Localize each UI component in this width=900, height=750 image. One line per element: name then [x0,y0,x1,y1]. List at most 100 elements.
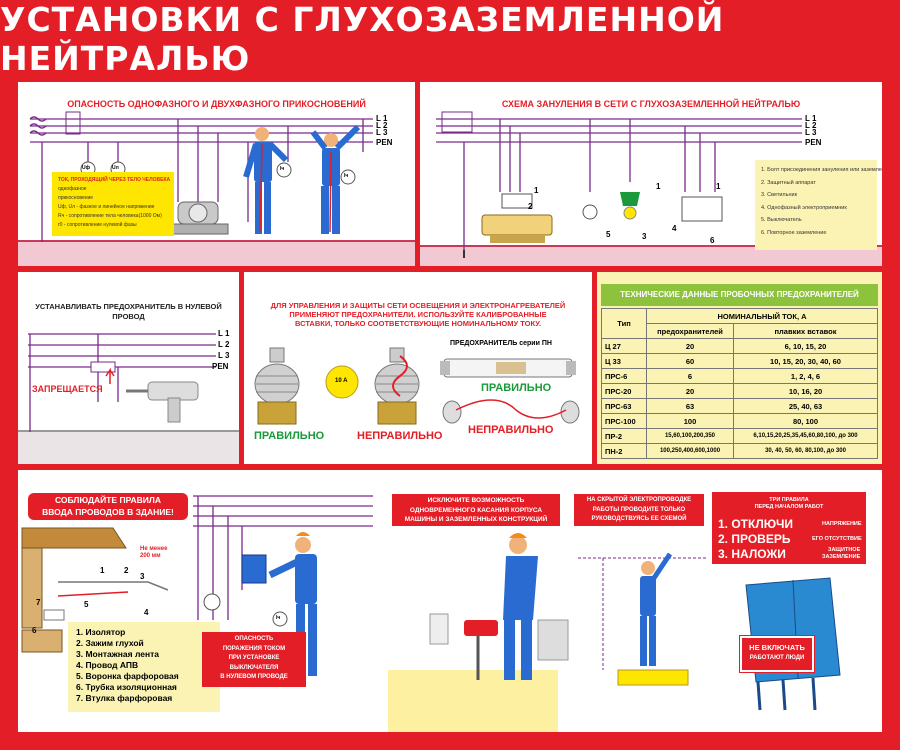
line-l2-label: L 2 [218,340,230,349]
line-l1-label: L 1 [376,114,388,123]
roof-beam-icon [21,527,127,653]
cell-fuse: 60 [646,353,734,369]
cell-type: ПР-2 [601,428,647,444]
cell-insert: 1, 2, 4, 6 [733,368,878,384]
cell-fuse: 15,60,100,200,350 [646,428,734,444]
bottom-illustrations [21,495,841,732]
cell-insert: 6, 10, 15, 20 [733,338,878,354]
legend-item: 2. Зажим глухой [76,638,144,648]
line-pen-label: PEN [805,138,822,147]
marker-5: 5 [606,230,611,239]
lamp-icon [620,192,640,220]
rules-title: ТРИ ПРАВИЛА [769,497,809,503]
cell-type: Ц 33 [601,353,647,369]
note-line: Uф, Uл - фазное и линейное напряжение [58,204,155,210]
grounding-scheme-diagram [436,111,802,258]
line-l1-label: L 1 [805,114,817,123]
header-insert: плавких вставок [733,323,878,339]
box-line: ОДНОВРЕМЕННОГО КАСАНИЯ КОРПУСА [409,506,543,514]
distance-line: Не менее [140,546,168,552]
rule-note: ЗАЩИТНОЕ [828,547,861,553]
cell-insert: 25, 40, 63 [733,398,878,414]
note-line: Rч - сопротивление тела человека(1000 Ом… [58,213,162,219]
header-type: Тип [601,308,647,339]
rules-title: ПЕРЕД НАЧАЛОМ РАБОТ [754,504,824,510]
correct-label-2: ПРАВИЛЬНО [481,382,552,394]
marker-7: 7 [36,598,41,607]
panel-fuse-specs: ТЕХНИЧЕСКИЕ ДАННЫЕ ПРОБОЧНЫХ ПРЕДОХРАНИТ… [597,272,882,464]
floor [18,430,239,464]
machine-icon [481,214,553,243]
cell-type: ПРС-20 [601,383,647,399]
marker-4: 4 [672,224,677,233]
line-l1-label: L 1 [218,329,230,338]
note-line: прикосновение [58,195,94,201]
meter-ich-2: Iч [344,173,349,179]
fuse-illustrations [254,347,580,425]
marker-6: 6 [710,236,715,245]
marker-1c: 1 [716,182,721,191]
marker-2: 2 [124,566,129,575]
cell-insert: 30, 40, 50, 60, 80,100, до 300 [733,443,878,459]
marker-4: 4 [144,608,149,617]
note-line: r0 - сопротивление нулевой фазы [58,222,137,228]
fuse-rating-label: 10 A [335,378,348,384]
cell-fuse: 20 [646,338,734,354]
incorrect-label-2: НЕПРАВИЛЬНО [468,424,554,436]
box-line: НА СКРЫТОЙ ЭЛЕКТРОПРОВОДКЕ [586,497,692,503]
socket-icon [429,613,449,645]
pn-fuse-icon [440,358,576,378]
rule-2: 2. ПРОВЕРЬ [718,532,791,546]
rule-note: НАПРЯЖЕНИЕ [822,521,862,527]
plug-fuse-correct-icon [254,347,300,425]
cell-type: ПРС-100 [601,413,647,429]
legend-item: 5. Воронка фарфоровая [76,671,179,681]
three-rules-box: ТРИ ПРАВИЛА ПЕРЕД НАЧАЛОМ РАБОТ 1. ОТКЛЮ… [712,492,866,564]
hidden-wiring-box: НА СКРЫТОЙ ЭЛЕКТРОПРОВОДКЕ РАБОТЫ ПРОВОД… [574,494,704,526]
incorrect-label-1: НЕПРАВИЛЬНО [357,430,443,442]
panel-title-line2: ПРИМЕНЯЮТ ПРЕДОХРАНИТЕЛИ. ИСПОЛЬЗУЙТЕ КА… [289,310,547,319]
marker-6: 6 [32,626,37,635]
cell-type: ПРС-6 [601,368,647,384]
meter-ich: Iч [276,615,281,621]
radiator-icon [537,619,569,661]
fuse-cap-icon [325,365,359,399]
box-line: ПРИ УСТАНОВКЕ [228,655,280,661]
box-line: МАШИНЫ И ЗАЗЕМЛЕННЫХ КОНСТРУКЦИЙ [404,516,548,523]
legend-item: 1. Изолятор [76,627,126,637]
rule-note: ЗАЗЕМЛЕНИЕ [822,554,861,560]
cell-fuse: 20 [646,383,734,399]
box-line: В НУЛЕВОМ ПРОВОДЕ [220,674,288,680]
floor [420,245,882,266]
correct-label-1: ПРАВИЛЬНО [254,430,325,442]
legend-item: 3. Светильник [761,192,798,198]
cell-fuse: 63 [646,398,734,414]
worker-1-icon [243,127,289,234]
note-line: однофазное [58,186,87,192]
current-formula-note: ТОК, ПРОХОДЯЩИЙ ЧЕРЕЗ ТЕЛО ЧЕЛОВЕКА одно… [52,172,174,236]
line-l3-label: L 3 [805,128,817,137]
panel-title-line2: ПРОВОД [112,312,145,321]
worker-wall-icon [640,552,673,666]
marker-3: 3 [642,232,647,241]
legend-item: 4. Провод АПВ [76,660,139,670]
worker-drill-icon [464,533,538,680]
appliance-box-icon [681,196,723,222]
sign-line: НЕ ВКЛЮЧАТЬ [749,643,805,652]
line-l3-label: L 3 [376,128,388,137]
table-header-row: Тип НОМИНАЛЬНЫЙ ТОК, А [601,308,878,339]
legend-item: 5. Выключатель [761,217,802,223]
switch-box-icon [241,554,267,584]
line-l2-label: L 2 [805,121,817,130]
wire-entry-legend: 1. Изолятор 2. Зажим глухой 3. Монтажная… [68,622,220,712]
legend-item: 4. Однофазный электроприемник [761,204,847,211]
wire-bypass-icon [442,399,580,424]
meter-ul: Uл [112,165,119,171]
cell-insert: 6,10,15,20,25,35,45,60,80,100, до 300 [733,428,878,444]
panel-safety-rules: СОБЛЮДАЙТЕ ПРАВИЛА ВВОДА ПРОВОДОВ В ЗДАН… [18,470,882,732]
